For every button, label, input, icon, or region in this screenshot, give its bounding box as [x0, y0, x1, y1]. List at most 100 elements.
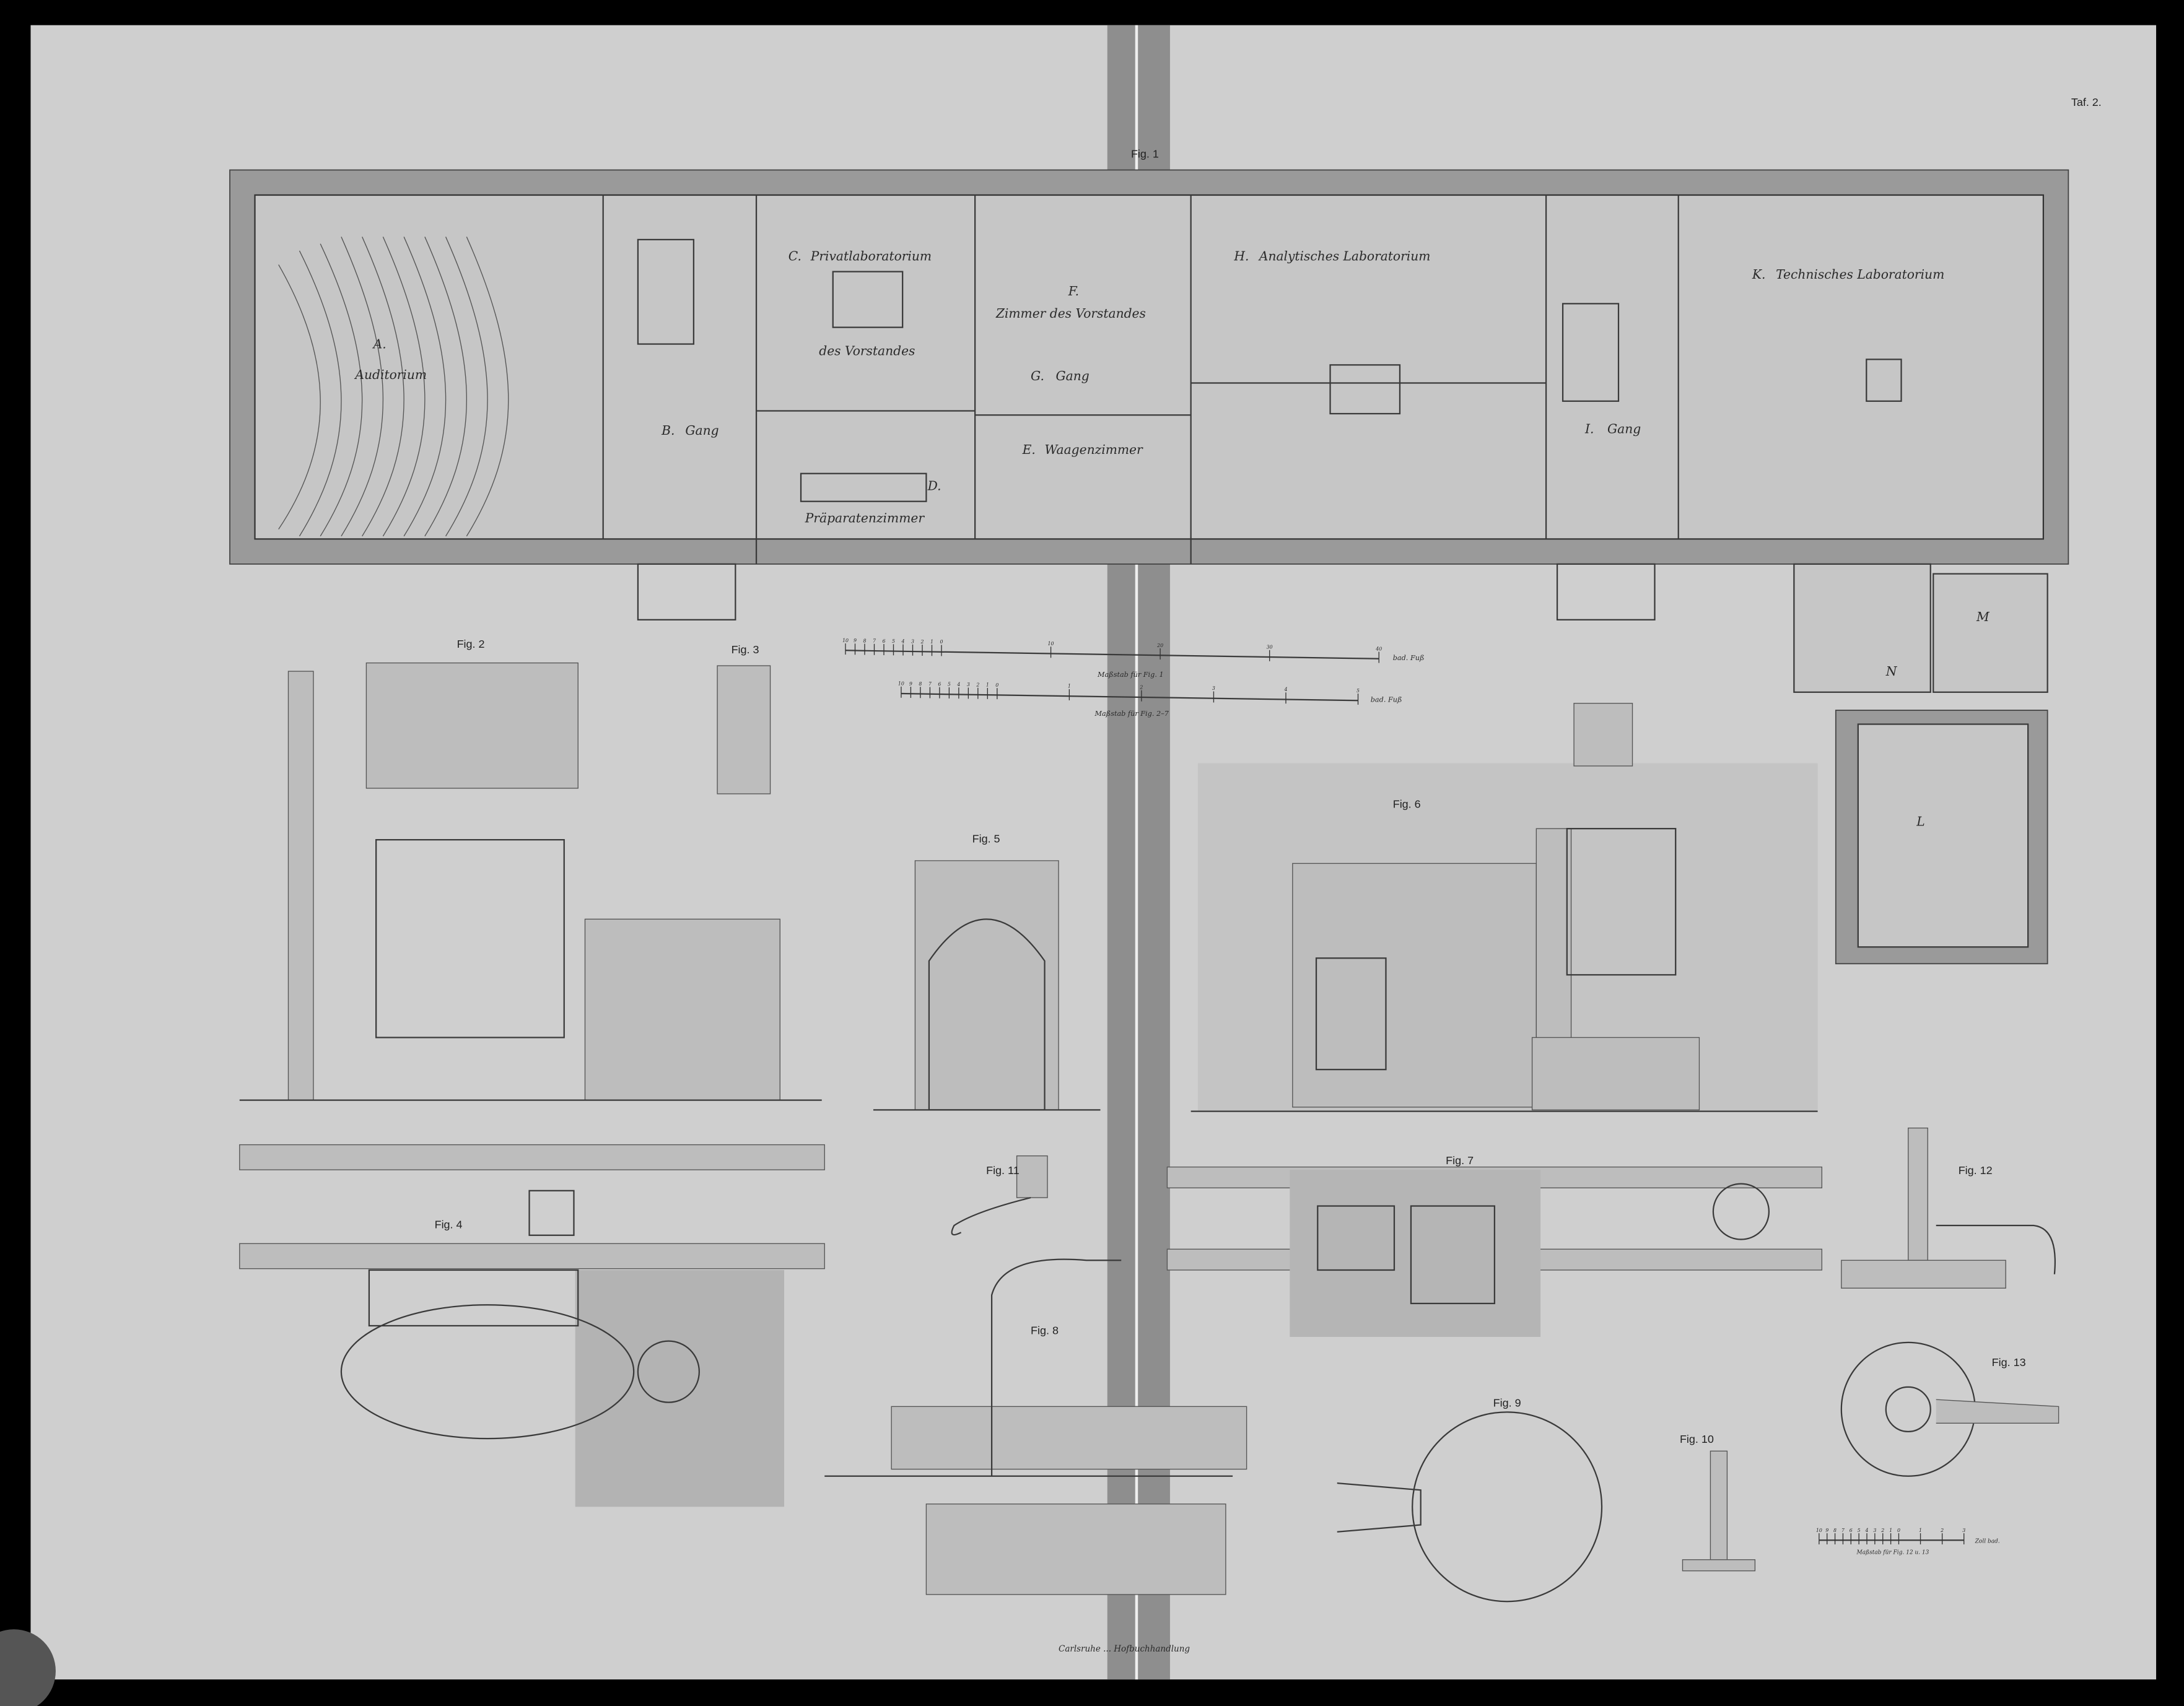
fig-13-label: Fig. 13 [1992, 1356, 2026, 1369]
scale-tick-label: 30 [1267, 645, 1273, 650]
scale-tick-label: 5 [892, 638, 895, 644]
scale-tick-label: 4 [901, 638, 904, 644]
fig-3-detail: Fig. 3 [717, 643, 771, 794]
fig-9-disc: Fig. 9 [1337, 1396, 1603, 1603]
scale-tick-label: 9 [1825, 1528, 1828, 1533]
scale-tick-label: 10 [842, 638, 849, 643]
scale-tick-label: 3 [911, 639, 914, 645]
scale-3-caption: Maßstab für Fig. 12 u. 13 [1856, 1550, 1929, 1556]
scale-tick-label: 2 [1940, 1528, 1944, 1533]
scale-tick-label: 1 [1068, 684, 1071, 689]
scale-tick-label: 10 [1048, 641, 1054, 646]
fig-3-label: Fig. 3 [732, 643, 759, 656]
floor-plan: Fig. 1 A. Auditoriu [229, 147, 2069, 965]
scale-tick-label: 8 [863, 638, 866, 643]
scale-tick-label: 3 [1212, 685, 1215, 691]
scale-tick-label: 1 [930, 639, 933, 645]
room-f-name: Zimmer des Vorstandes [995, 306, 1146, 321]
scale-tick-label: 2 [1880, 1528, 1884, 1533]
room-n-letter: N [1885, 664, 1898, 679]
room-k-letter: K. [1752, 267, 1766, 282]
room-h-name: Analytisches Laboratorium [1258, 249, 1431, 264]
scale-tick-label: 3 [1962, 1528, 1965, 1533]
room-m-letter: M [1976, 609, 1990, 624]
fig-5-label: Fig. 5 [972, 833, 1000, 845]
fig-10-burner-tube: Fig. 10 [1680, 1433, 1756, 1572]
scale-tick-label: 1 [986, 682, 989, 688]
scale-fig-2-7: bad. Fuß Maßstab für Fig. 2–7 [901, 692, 1402, 718]
room-h-letter: H. [1233, 249, 1249, 264]
scale-tick-label: 9 [854, 638, 857, 643]
fig-10-label: Fig. 10 [1680, 1433, 1714, 1445]
scale-tick-label: 5 [1858, 1528, 1861, 1533]
fig-2-still-apparatus: Fig. 2 [239, 638, 822, 1101]
scale-tick-label: 0 [940, 639, 943, 645]
scale-tick-label: 3 [967, 682, 970, 687]
fig-8-section: Fig. 8 [824, 1258, 1247, 1595]
scale-tick-label: 4 [956, 682, 960, 687]
scale-fig-1: bad. Fuß Maßstab für Fig. 1 [845, 650, 1425, 679]
fig-11-label: Fig. 11 [986, 1164, 1020, 1177]
scale-tick-label: 7 [928, 681, 932, 687]
room-a-letter: A. [372, 336, 387, 351]
scale-tick-label: 8 [1833, 1528, 1837, 1533]
fig-8-label: Fig. 8 [1031, 1324, 1059, 1336]
room-e-name: Waagenzimmer [1045, 442, 1143, 457]
scale-2-caption: Maßstab für Fig. 2–7 [1094, 710, 1169, 718]
scale-tick-label: 9 [909, 681, 912, 687]
scale-tick-label: 0 [1897, 1528, 1900, 1533]
scale-tick-label: 5 [1356, 688, 1360, 694]
scale-tick-label: 2 [1139, 684, 1143, 690]
scale-tick-label: 20 [1156, 643, 1163, 648]
fig-12-burner: Fig. 12 [1841, 1127, 2056, 1289]
scale-tick-label: 10 [898, 681, 904, 687]
scale-tick-label: 0 [995, 682, 998, 688]
scale-tick-label: 1 [1889, 1528, 1892, 1533]
fig-7-label: Fig. 7 [1446, 1154, 1474, 1167]
room-g-name: Gang [1056, 368, 1090, 383]
room-f-letter: F. [1068, 284, 1079, 298]
scale-tick-label: 5 [948, 682, 951, 687]
room-i-name: Gang [1607, 422, 1641, 437]
fig-6-label: Fig. 6 [1393, 798, 1421, 810]
scale-tick-label: 8 [919, 681, 922, 687]
room-l-letter: L [1916, 814, 1924, 829]
room-b-letter: B. [661, 423, 675, 438]
fig-7-plan: Fig. 7 [1166, 1154, 1823, 1337]
scale-tick-label: 2 [976, 682, 979, 687]
fig-11-ladle: Fig. 11 [951, 1155, 1048, 1236]
plate-label: Taf. 2. [2071, 96, 2102, 108]
page-corner-shadow [0, 1629, 56, 1706]
scale-tick-label: 4 [1865, 1528, 1869, 1533]
fig-4-label: Fig. 4 [435, 1219, 463, 1231]
fig-6-apparatus: Fig. 6 [1190, 703, 1818, 1112]
room-b-name: Gang [685, 423, 719, 438]
scale-1-caption: Maßstab für Fig. 1 [1097, 671, 1164, 679]
scale-tick-label: 6 [1850, 1528, 1853, 1533]
fig-12-label: Fig. 12 [1959, 1164, 1993, 1177]
room-d-letter: D. [927, 479, 941, 494]
room-c-name2: des Vorstandes [819, 344, 915, 359]
room-k-name: Technisches Laboratorium [1776, 267, 1944, 282]
fig-1-label: Fig. 1 [1131, 147, 1159, 160]
room-c-name: Privatlaboratorium [810, 249, 932, 264]
scale-tick-label: 6 [882, 638, 885, 644]
room-c-letter: C. [788, 249, 802, 264]
room-e-letter: E. [1022, 442, 1036, 457]
room-d-name: Präparatenzimmer [805, 510, 925, 525]
scale-tick-label: 2 [920, 639, 924, 645]
scale-tick-label: 7 [1841, 1528, 1845, 1533]
scale-tick-label: 1 [1919, 1528, 1922, 1533]
room-i-letter: I. [1584, 422, 1594, 437]
fig-13-burner-plan: Fig. 13 [1840, 1341, 2060, 1477]
scale-tick-label: 7 [873, 638, 876, 644]
scale-3-unit: Zoll bad. [1975, 1539, 2000, 1545]
fig-2-label: Fig. 2 [457, 638, 485, 650]
fig-5-furnace: Fig. 5 [873, 833, 1101, 1111]
fig-4-plan: Fig. 4 [239, 1144, 825, 1507]
scale-tick-label: 10 [1816, 1528, 1822, 1533]
fig-9-label: Fig. 9 [1493, 1396, 1521, 1409]
scale-1-unit: bad. Fuß [1393, 654, 1425, 662]
scale-tick-label: 4 [1283, 687, 1287, 692]
